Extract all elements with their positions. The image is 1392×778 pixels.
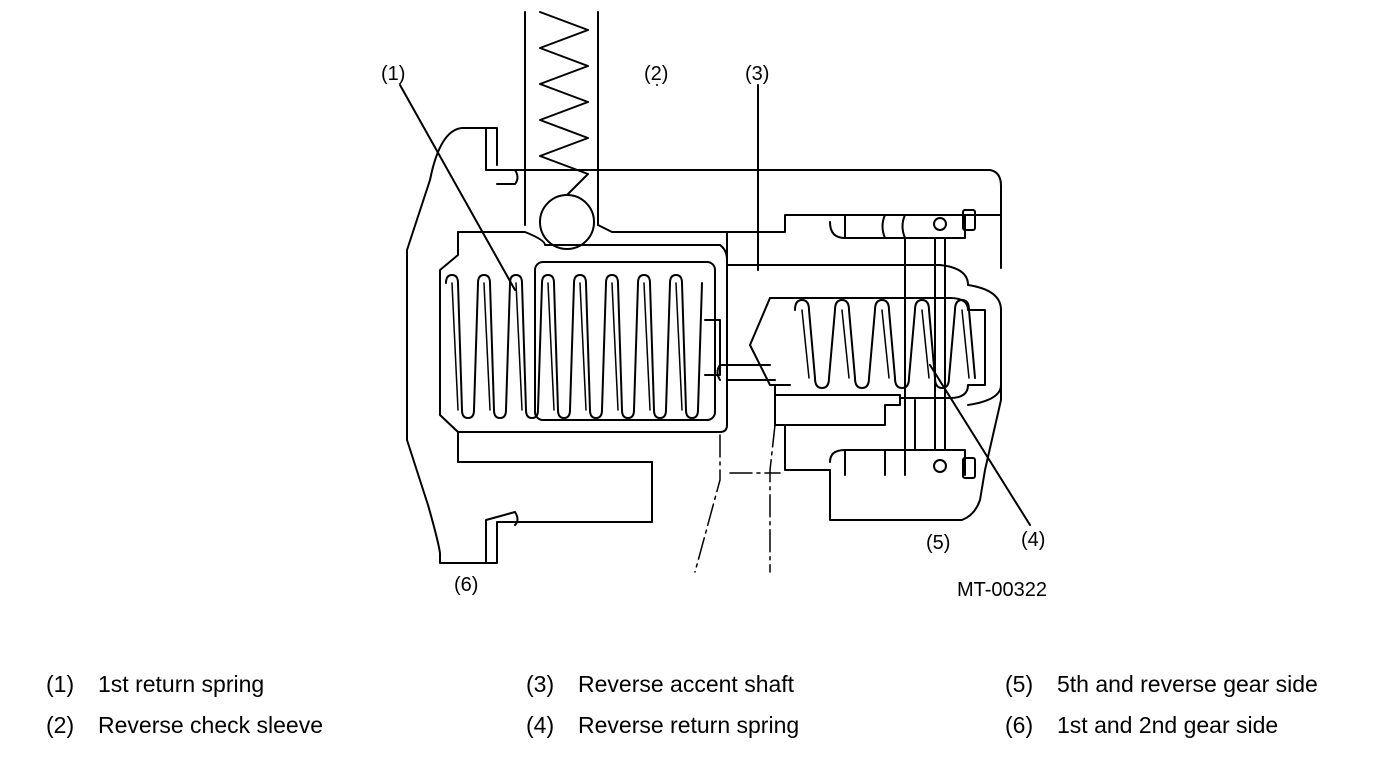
- check-sleeve-step: [726, 214, 1002, 233]
- upper-pin: [962, 209, 976, 231]
- right-cylinder-lower: [784, 309, 1002, 521]
- detent-spring: [539, 11, 589, 196]
- upper-slot: [829, 214, 966, 239]
- upper-ball: [933, 217, 947, 231]
- leader-4: [929, 364, 1031, 526]
- callout-5: (5): [926, 532, 950, 554]
- legend-num: (4): [526, 712, 555, 738]
- check-sleeve-inner: [597, 224, 969, 286]
- centerline-right: [729, 424, 781, 573]
- legend-num: (2): [46, 712, 75, 738]
- detent-plunger-housing: [524, 11, 599, 226]
- lower-pin: [962, 457, 976, 479]
- callout-1: (1): [381, 63, 405, 85]
- legend-text: 1st and 2nd gear side: [1057, 712, 1279, 738]
- left-cylinder-cap: [439, 231, 459, 433]
- legend-text: 5th and reverse gear side: [1057, 671, 1318, 697]
- right-cylinder: [789, 297, 986, 399]
- legend-num: (3): [526, 671, 555, 697]
- reverse-check-mechanism-diagram: (1) (2) (3) (4) (5) (6) MT-00322: [381, 11, 1047, 601]
- legend-num: (1): [46, 671, 75, 697]
- lower-ball: [933, 459, 947, 473]
- detent-ball: [539, 194, 595, 250]
- callout-2: (2): [644, 63, 668, 85]
- housing-tab-top: [485, 127, 519, 185]
- legend-text: Reverse accent shaft: [578, 671, 795, 697]
- check-sleeve-body: [514, 169, 1002, 269]
- reverse-return-spring: [794, 299, 976, 389]
- left-cylinder: [457, 231, 728, 463]
- vertical-rods: [904, 237, 946, 451]
- first-return-spring-back: [451, 282, 683, 411]
- housing-tab-bottom: [485, 511, 519, 564]
- callout-6: (6): [454, 574, 478, 596]
- first-return-spring: [445, 274, 703, 419]
- legend-text: Reverse return spring: [578, 712, 800, 738]
- legend: (1) 1st return spring (2) Reverse check …: [0, 660, 1392, 770]
- retainer-face: [704, 319, 721, 376]
- shaft-cone: [749, 297, 791, 386]
- reverse-return-spring-back: [801, 309, 970, 379]
- housing-left-flange: [406, 127, 653, 564]
- centerline-left: [694, 434, 721, 573]
- callout-4: (4): [1021, 529, 1045, 551]
- leader-1: [399, 84, 516, 291]
- legend-num: (5): [1005, 671, 1034, 697]
- inner-retainer: [534, 261, 716, 421]
- lower-slot: [829, 449, 966, 476]
- callout-3: (3): [745, 63, 769, 85]
- shaft-collar: [774, 384, 901, 426]
- legend-text: Reverse check sleeve: [98, 712, 323, 738]
- legend-text: 1st return spring: [98, 671, 265, 697]
- legend-num: (6): [1005, 712, 1034, 738]
- figure-id: MT-00322: [957, 579, 1047, 601]
- right-housing-bulge: [967, 284, 1002, 406]
